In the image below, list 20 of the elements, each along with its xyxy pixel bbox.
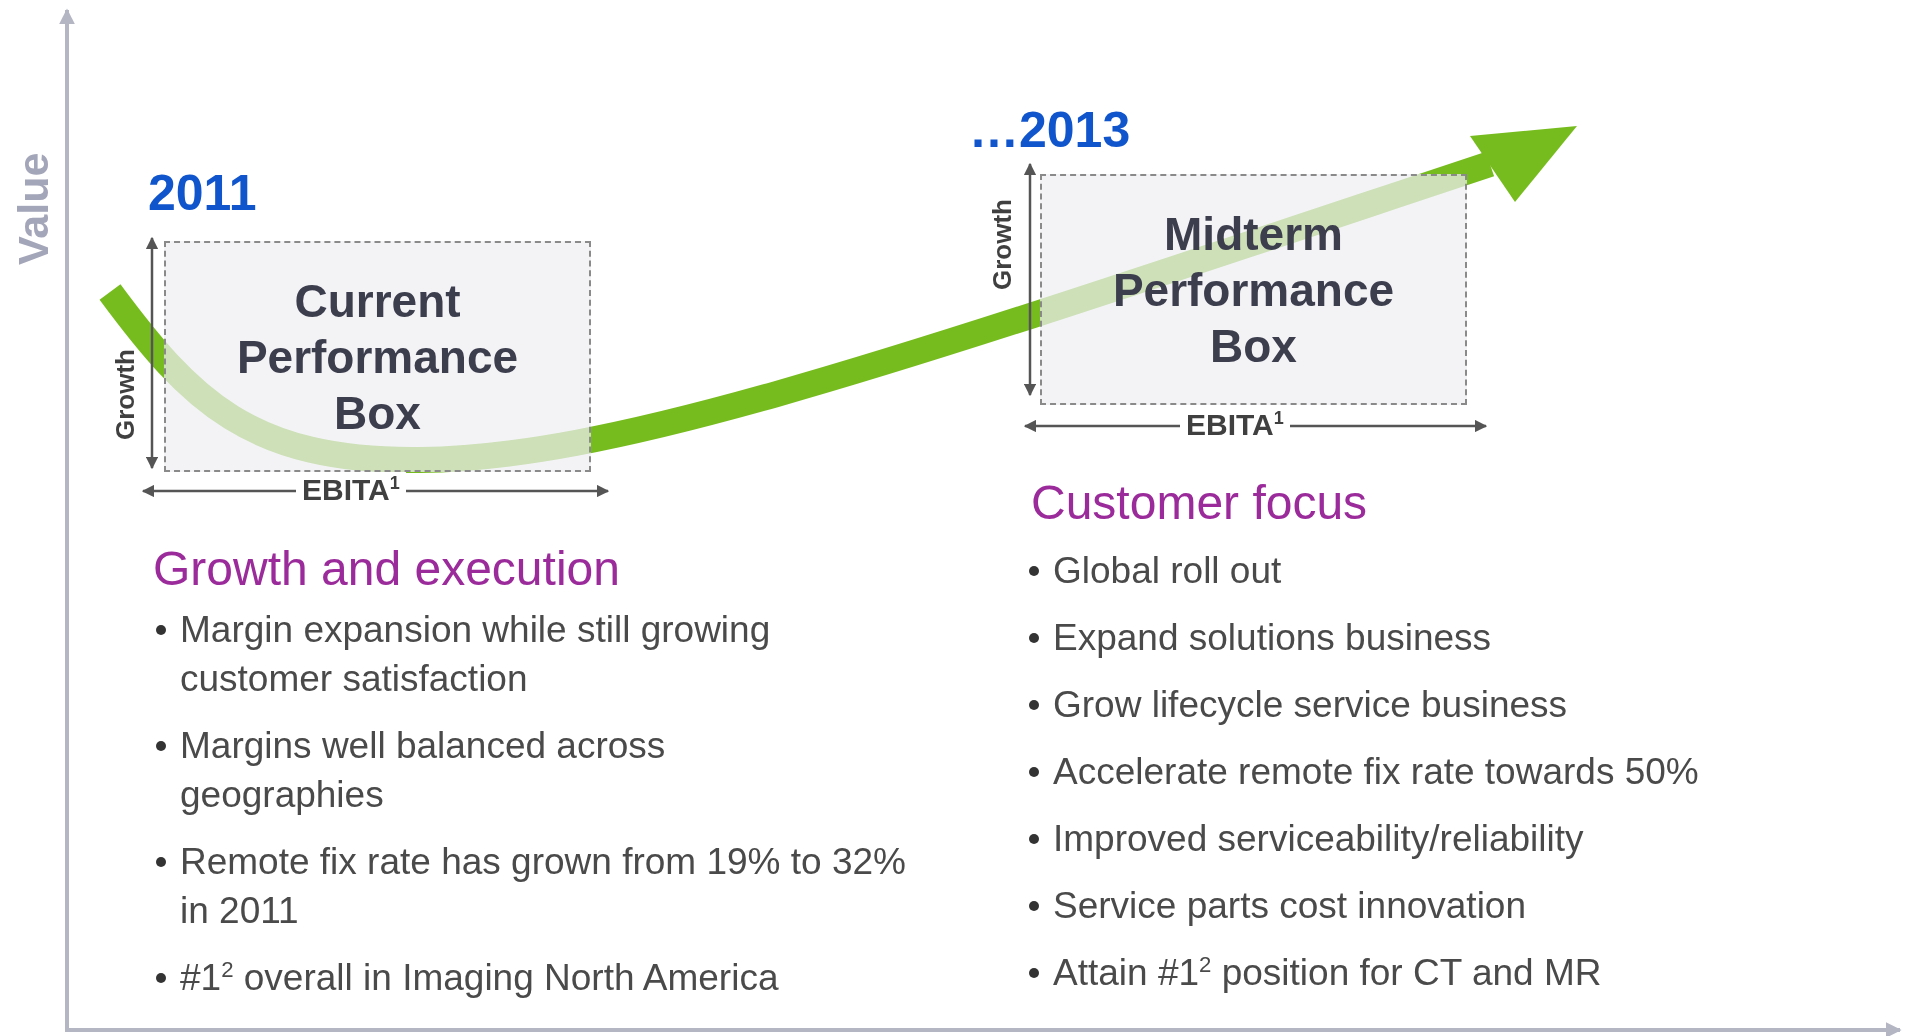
year-heading: 2011 — [148, 168, 257, 218]
bullet-text: Improved serviceability/reliability — [1053, 817, 1584, 861]
section-heading: Customer focus — [1031, 475, 1368, 531]
bullet-text: Global roll out — [1053, 549, 1282, 593]
bullet-text: Attain #1$^{2}$ position for CT and MR — [1053, 950, 1602, 995]
bullet-text: Service parts cost innovation — [1053, 884, 1526, 928]
dimension-label: Growth — [987, 199, 1018, 290]
axis-label: Value — [8, 152, 58, 265]
box-title: Current Performance Box — [235, 273, 520, 441]
bullet-text: #1$^{2}$ overall in Imaging North America — [180, 955, 780, 1000]
bullet-text: Margin expansion while still growing customer satisfaction — [180, 608, 772, 701]
year-heading: …2013 — [969, 105, 1131, 155]
section-heading: Growth and execution — [153, 541, 620, 597]
bullet-text: Remote fix rate has grown from 19% to 32% in 2011 — [180, 840, 907, 933]
dimension-label: Growth — [110, 349, 141, 440]
bullet-text: Accelerate remote fix rate towards 50% — [1053, 750, 1699, 794]
box-title: Midterm Performance Box — [1111, 206, 1396, 374]
bullet-text: Margins well balanced across geographies — [180, 724, 667, 817]
bullet-text: Expand solutions business — [1053, 616, 1492, 660]
bullet-text: Grow lifecycle service business — [1053, 683, 1568, 727]
